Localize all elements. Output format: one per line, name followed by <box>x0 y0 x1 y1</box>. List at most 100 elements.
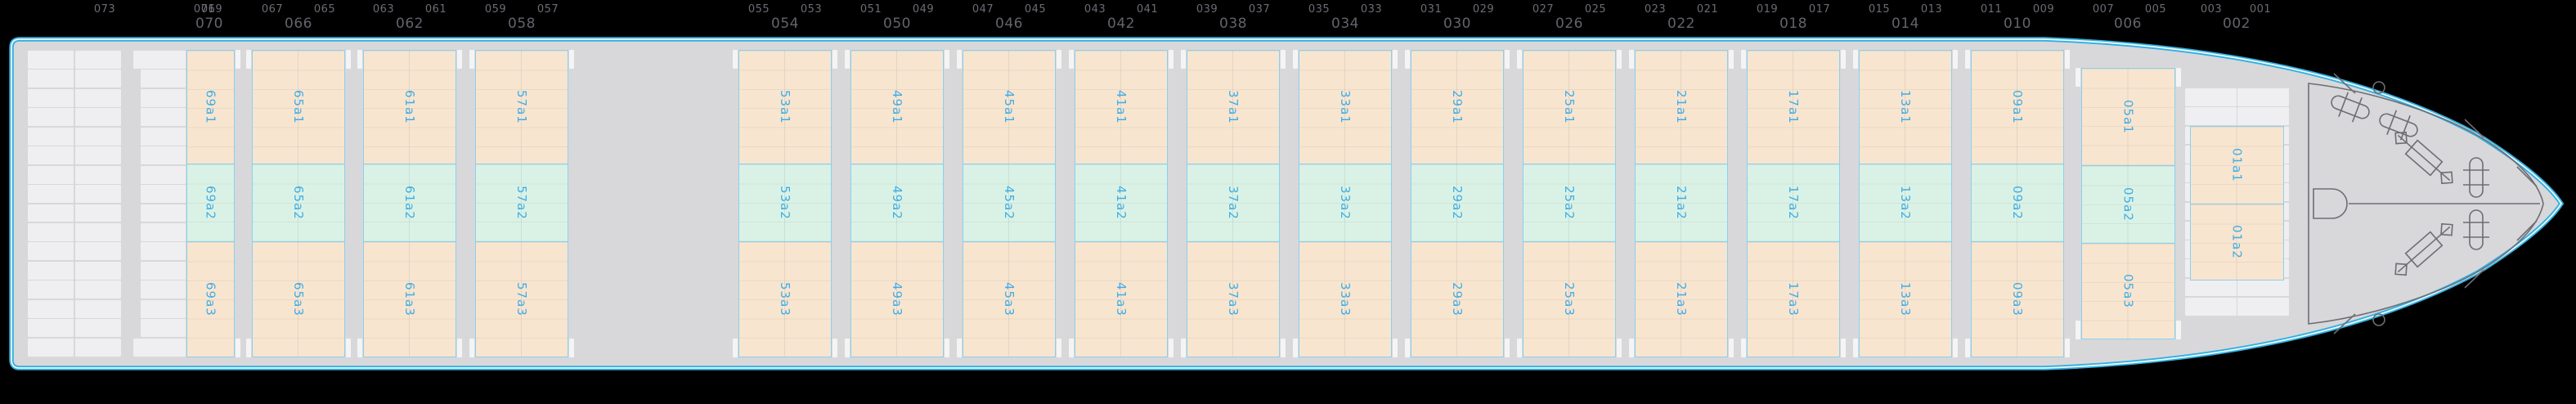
stowage-cell-label: 69a3 <box>203 282 218 316</box>
hatch-end-cell <box>1517 339 1522 357</box>
stowage-cell-49a3[interactable]: 49a3 <box>850 241 944 357</box>
stowage-cell-41a2[interactable]: 41a2 <box>1075 164 1168 242</box>
hatch-end-cell <box>1617 50 1622 69</box>
stowage-cell-53a2[interactable]: 53a2 <box>738 164 832 242</box>
stowage-cell-57a3[interactable]: 57a3 <box>475 241 568 357</box>
stern-slot-block-cell <box>74 299 121 318</box>
stowage-cell-61a3[interactable]: 61a3 <box>363 241 456 357</box>
stowage-cell-29a1[interactable]: 29a1 <box>1411 50 1504 164</box>
stowage-cell-13a1[interactable]: 13a1 <box>1859 50 1952 164</box>
aft-slot-column-cell <box>141 299 186 318</box>
stowage-cell-37a2[interactable]: 37a2 <box>1187 164 1280 242</box>
stowage-cell-01a2[interactable]: 01a2 <box>2190 204 2284 281</box>
stowage-cell-57a2[interactable]: 57a2 <box>475 164 568 242</box>
hatch-end-cell <box>1841 50 1846 69</box>
stowage-cell-13a2[interactable]: 13a2 <box>1859 164 1952 242</box>
bay-number-even: 002 <box>2223 16 2251 32</box>
stern-slot-block-cell <box>74 108 121 127</box>
stowage-cell-09a2[interactable]: 09a2 <box>1971 164 2064 242</box>
stowage-cell-25a1[interactable]: 25a1 <box>1523 50 1616 164</box>
bay-number-odd: 053 <box>800 3 823 16</box>
stowage-cell-label: 13a3 <box>1898 282 1913 316</box>
stowage-cell-17a2[interactable]: 17a2 <box>1747 164 1840 242</box>
mooring-bollard-icon <box>2463 157 2489 198</box>
stowage-cell-05a3[interactable]: 05a3 <box>2081 243 2175 339</box>
stowage-cell-69a1[interactable]: 69a1 <box>186 50 235 164</box>
stowage-cell-61a1[interactable]: 61a1 <box>363 50 456 164</box>
stowage-cell-21a2[interactable]: 21a2 <box>1635 164 1728 242</box>
bay-number-odd: 031 <box>1420 3 1443 16</box>
hatch-end-cell <box>1853 50 1858 69</box>
stowage-cell-45a2[interactable]: 45a2 <box>963 164 1056 242</box>
stowage-cell-17a3[interactable]: 17a3 <box>1747 241 1840 357</box>
stowage-cell-45a1[interactable]: 45a1 <box>963 50 1056 164</box>
bay-number-even: 042 <box>1107 16 1135 32</box>
stowage-cell-29a3[interactable]: 29a3 <box>1411 241 1504 357</box>
stowage-cell-01a1[interactable]: 01a1 <box>2190 126 2284 204</box>
stowage-cell-65a2[interactable]: 65a2 <box>252 164 345 242</box>
stowage-cell-13a3[interactable]: 13a3 <box>1859 241 1952 357</box>
stowage-cell-69a3[interactable]: 69a3 <box>186 241 235 357</box>
stowage-cell-37a1[interactable]: 37a1 <box>1187 50 1280 164</box>
stowage-cell-57a1[interactable]: 57a1 <box>475 50 568 164</box>
fairlead-circle-icon <box>2372 313 2385 326</box>
hatch-end-cell <box>246 339 251 357</box>
stern-slot-block-cell <box>74 261 121 280</box>
stowage-cell-25a3[interactable]: 25a3 <box>1523 241 1616 357</box>
hatch-end-cell <box>1729 339 1734 357</box>
stowage-cell-label: 25a2 <box>1562 186 1577 220</box>
stern-slot-block-cell <box>74 146 121 165</box>
bay-number-even: 026 <box>1555 16 1583 32</box>
stern-slot-block-cell <box>74 281 121 299</box>
bay-number-even: 034 <box>1331 16 1359 32</box>
hatch-end-cell <box>845 339 850 357</box>
bay-number-odd: 059 <box>484 3 507 16</box>
hatch-end-cell <box>1729 50 1734 69</box>
stern-slot-block-cell <box>28 127 74 146</box>
hatch-end-cell <box>1393 50 1398 69</box>
stowage-cell-61a2[interactable]: 61a2 <box>363 164 456 242</box>
stowage-cell-label: 53a2 <box>778 186 792 220</box>
stowage-cell-25a2[interactable]: 25a2 <box>1523 164 1616 242</box>
bay-number-even: 066 <box>285 16 312 32</box>
stowage-cell-label: 41a3 <box>1114 282 1129 316</box>
stowage-cell-41a1[interactable]: 41a1 <box>1075 50 1168 164</box>
stowage-cell-69a2[interactable]: 69a2 <box>186 164 235 242</box>
stowage-cell-09a1[interactable]: 09a1 <box>1971 50 2064 164</box>
hull-frame-tick <box>2516 166 2538 187</box>
hatch-end-cell <box>357 50 362 69</box>
bay-number-even: 010 <box>2004 16 2031 32</box>
stowage-cell-41a3[interactable]: 41a3 <box>1075 241 1168 357</box>
bay-number-odd: 065 <box>313 3 336 16</box>
stowage-cell-21a3[interactable]: 21a3 <box>1635 241 1728 357</box>
bay-number-odd: 003 <box>2200 3 2223 16</box>
stern-slot-block-cell <box>74 51 121 69</box>
stern-slot-block-cell <box>28 242 74 261</box>
stowage-cell-65a3[interactable]: 65a3 <box>252 241 345 357</box>
hatch-end-cell <box>2065 339 2070 357</box>
stern-slot-block-cell <box>28 51 74 69</box>
stowage-cell-53a3[interactable]: 53a3 <box>738 241 832 357</box>
stowage-cell-05a1[interactable]: 05a1 <box>2081 68 2175 166</box>
hatch-end-cell <box>1293 50 1298 69</box>
stowage-cell-49a2[interactable]: 49a2 <box>850 164 944 242</box>
stowage-cell-65a1[interactable]: 65a1 <box>252 50 345 164</box>
stowage-cell-label: 05a2 <box>2120 187 2136 222</box>
stowage-cell-21a1[interactable]: 21a1 <box>1635 50 1728 164</box>
stowage-cell-17a1[interactable]: 17a1 <box>1747 50 1840 164</box>
hatch-end-cell <box>1281 339 1286 357</box>
stowage-cell-09a3[interactable]: 09a3 <box>1971 241 2064 357</box>
stowage-cell-label: 49a3 <box>890 282 904 316</box>
stowage-cell-05a2[interactable]: 05a2 <box>2081 165 2175 244</box>
stowage-cell-label: 33a1 <box>1338 90 1353 124</box>
stowage-cell-33a3[interactable]: 33a3 <box>1299 241 1392 357</box>
stowage-cell-45a3[interactable]: 45a3 <box>963 241 1056 357</box>
hatch-end-cell <box>236 50 240 69</box>
hatch-end-cell <box>1405 50 1410 69</box>
bay-number-odd: 047 <box>972 3 994 16</box>
stowage-cell-53a1[interactable]: 53a1 <box>738 50 832 164</box>
stowage-cell-33a1[interactable]: 33a1 <box>1299 50 1392 164</box>
stowage-cell-29a2[interactable]: 29a2 <box>1411 164 1504 242</box>
hatch-end-cell <box>1617 339 1622 357</box>
stowage-cell-37a3[interactable]: 37a3 <box>1187 241 1280 357</box>
